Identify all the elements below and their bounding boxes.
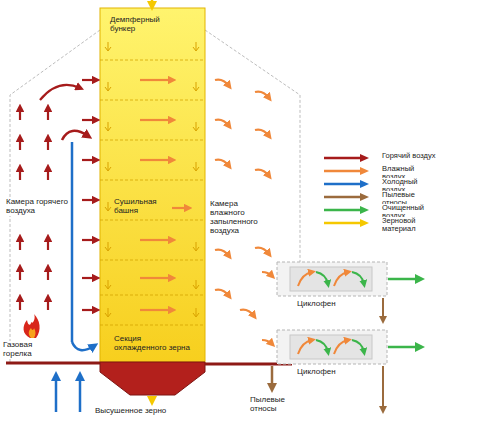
node-text: Камера горячего воздуха [6,198,68,216]
node-text: Демпферный бункер [110,16,166,34]
node-text: Сушильная башня [114,198,166,216]
output-label: Высушенное зерно [95,407,205,416]
wet-air-chamber: Камера влажного запыленного воздуха [207,48,300,365]
legend-row: Зерновой материал [320,217,438,230]
legend-row: Пылевые относы [320,191,438,204]
hot-air-chamber: Камера горячего воздуха [4,48,100,365]
legend-text: Зерновой материал [382,217,438,232]
legend-swatch [322,179,370,189]
node-text: Циклофен [297,368,357,377]
legend-swatch [322,166,370,176]
node-text: Камера влажного запыленного воздуха [210,200,274,236]
cooling-section: Секция охлажденного зерна [100,325,205,362]
drying-tower: Сушильная башня [100,60,205,325]
legend-row: Горячий воздух [320,152,438,165]
legend-row: Очищенный воздух [320,204,438,217]
legend-row: Влажный воздух [320,165,438,178]
legend-swatch [322,192,370,202]
cyclofan: Циклофен [275,262,388,312]
legend-swatch [322,205,370,215]
dust-label: Пылевые относы [250,396,294,414]
node-text: Циклофен [297,300,357,309]
cyclofan: Циклофен [275,330,388,380]
legend-swatch [322,153,370,163]
burner-label: Газовая горелка [3,341,47,359]
legend-row: Холодный воздух [320,178,438,191]
node-text: Секция охлажденного зерна [114,335,192,353]
legend-text: Горячий воздух [382,152,438,160]
bunker-section: Демпферный бункер [100,8,205,60]
legend-swatch [322,218,370,228]
